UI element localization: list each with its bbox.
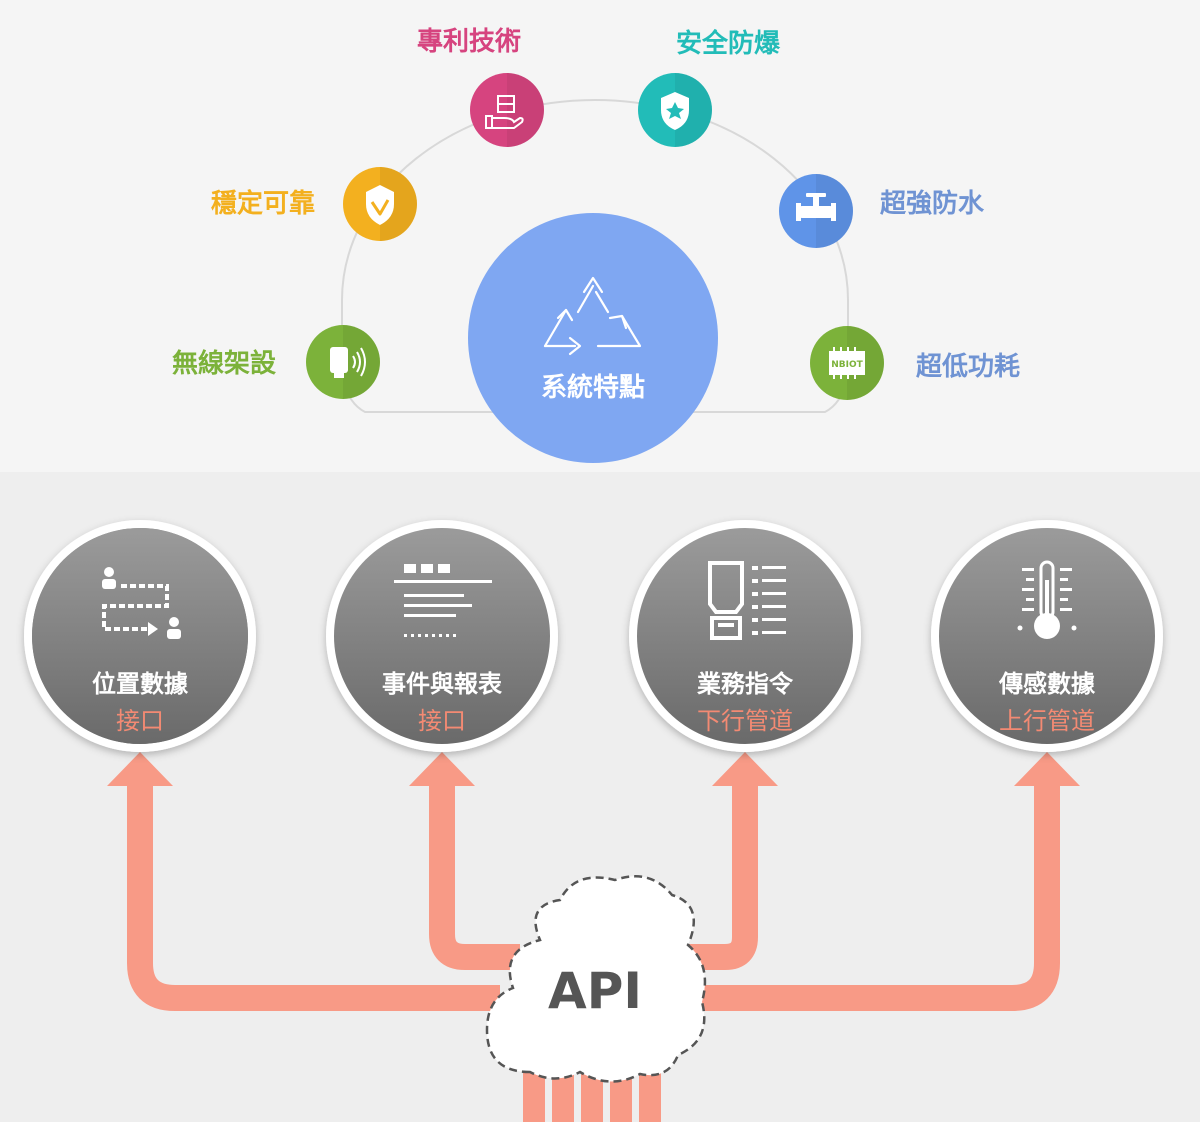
feature-low-power: NBIOT 超低功耗: [810, 326, 1020, 400]
api-label: API: [548, 962, 642, 1020]
feature-patent: 專利技術: [417, 27, 544, 147]
interface-subtitle: 接口: [116, 707, 164, 735]
water-valve-icon: [796, 193, 836, 221]
api-cloud: API: [485, 875, 707, 1083]
interface-business-commands: 業務指令 下行管道: [629, 520, 861, 752]
feature-wireless: 無線架設: [172, 325, 380, 399]
interface-subtitle: 上行管道: [999, 707, 1095, 735]
command-panel-icon: [708, 561, 786, 640]
center-label: 系統特點: [541, 372, 645, 403]
api-arrows: [127, 782, 1060, 1011]
nbiot-chip-icon: NBIOT: [829, 347, 865, 379]
feature-arc: [341, 99, 849, 413]
feature-explosion-proof: 安全防爆: [638, 28, 781, 147]
recycle-triangle-icon: [543, 276, 642, 356]
interface-sensor-data: 傳感數據 上行管道: [931, 520, 1163, 752]
interface-title: 事件與報表: [382, 670, 503, 698]
feature-label: 專利技術: [417, 27, 521, 57]
feature-label: 穩定可靠: [211, 188, 315, 219]
interface-title: 傳感數據: [998, 670, 1096, 698]
feature-label: 無線架設: [172, 348, 277, 379]
feature-waterproof: 超強防水: [779, 174, 985, 248]
server-hand-icon: [485, 95, 524, 129]
route-location-icon: [102, 567, 181, 639]
chip-text: NBIOT: [831, 360, 863, 370]
feature-label: 超低功耗: [916, 352, 1020, 382]
interface-title: 業務指令: [697, 670, 794, 698]
interface-events-reports: 事件與報表 接口: [326, 520, 558, 752]
shield-star-icon: [661, 92, 689, 130]
interface-subtitle: 接口: [418, 707, 466, 735]
feature-label: 超強防水: [880, 189, 985, 219]
feature-reliable: 穩定可靠: [211, 167, 417, 241]
wireless-dongle-icon: [330, 347, 366, 378]
interface-subtitle: 下行管道: [697, 707, 793, 735]
feature-label: 安全防爆: [676, 28, 781, 59]
shield-check-icon: [366, 185, 394, 225]
interface-title: 位置數據: [92, 670, 189, 698]
arrow-heads: [107, 752, 1080, 786]
thermometer-icon: [1017, 560, 1077, 639]
report-list-icon: [394, 564, 492, 637]
system-features-center: 系統特點: [468, 213, 718, 463]
interface-location-data: 位置數據 接口: [24, 520, 256, 752]
